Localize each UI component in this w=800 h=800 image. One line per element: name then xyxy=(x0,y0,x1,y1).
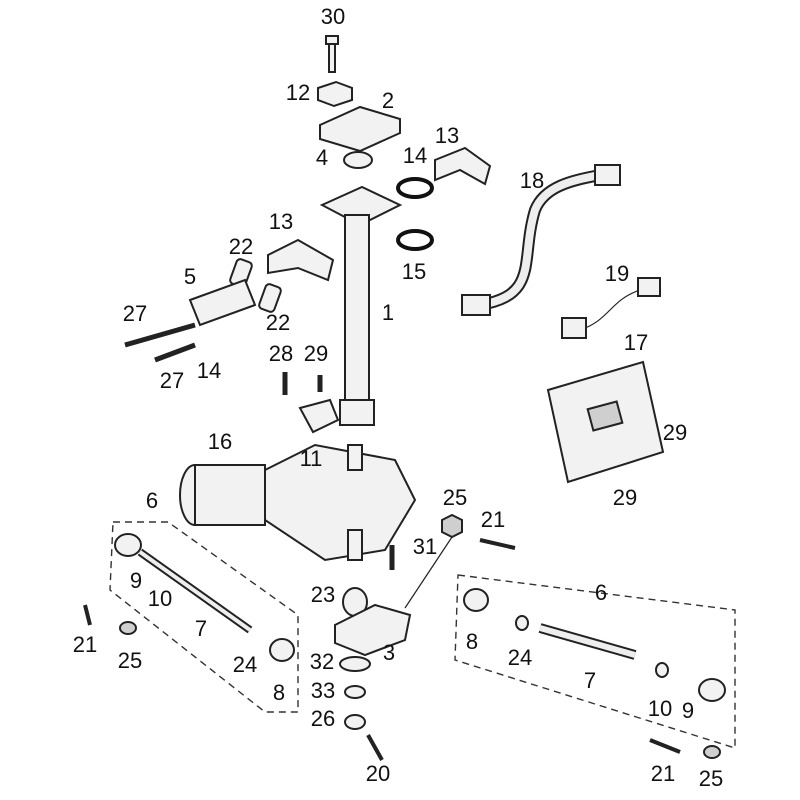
callout: 22 xyxy=(266,310,290,335)
nut-25-left xyxy=(119,621,137,635)
bolt-21-left xyxy=(83,604,92,626)
callout: 8 xyxy=(273,680,285,705)
pitman-arm-3 xyxy=(334,603,412,657)
steering-column-1 xyxy=(319,185,403,426)
bracket-small xyxy=(298,398,340,434)
callout: 31 xyxy=(413,534,437,559)
gearbox-11 xyxy=(264,443,417,562)
callout: 8 xyxy=(466,629,478,654)
callout: 29 xyxy=(663,420,687,445)
callout: 10 xyxy=(648,696,672,721)
callout: 25 xyxy=(699,766,723,791)
callout: 13 xyxy=(435,123,459,148)
callout: 23 xyxy=(311,582,335,607)
callout: 4 xyxy=(316,145,328,170)
callout: 19 xyxy=(605,261,629,286)
callout: 21 xyxy=(481,507,505,532)
bolt-27 xyxy=(124,322,196,363)
callout: 16 xyxy=(208,429,232,454)
nut-25-bottom xyxy=(703,745,721,759)
bushing-4 xyxy=(343,151,373,169)
callout: 18 xyxy=(520,168,544,193)
callout: 6 xyxy=(146,488,158,513)
callout: 33 xyxy=(311,678,335,703)
callout: 20 xyxy=(366,761,390,786)
callout: 10 xyxy=(148,586,172,611)
callout: 29 xyxy=(304,341,328,366)
nut-33 xyxy=(344,685,366,699)
callout: 11 xyxy=(300,446,323,471)
bolt-30 xyxy=(325,35,339,73)
callout: 27 xyxy=(123,301,147,326)
callout: 12 xyxy=(286,80,310,105)
callout: 28 xyxy=(269,341,293,366)
bolt-21-bottom xyxy=(649,738,681,754)
callout: 25 xyxy=(118,648,142,673)
callout: 5 xyxy=(184,264,196,289)
callout: 14 xyxy=(403,143,427,168)
callout: 3 xyxy=(383,640,395,665)
callout: 14 xyxy=(197,358,221,383)
clamp-12 xyxy=(317,80,353,108)
nut-25-center xyxy=(441,513,463,539)
callout: 6 xyxy=(595,580,607,605)
callout: 17 xyxy=(624,330,648,355)
tie-rod-left xyxy=(114,533,295,662)
callout: 9 xyxy=(130,568,142,593)
callout: 21 xyxy=(651,761,675,786)
ecu-17 xyxy=(546,360,665,484)
nut-26 xyxy=(344,714,366,730)
o-ring-15 xyxy=(396,229,434,251)
tie-rod-left-group-outline xyxy=(109,521,299,713)
bolt-21-right xyxy=(479,538,516,550)
wire-harness-18 xyxy=(461,164,621,316)
clamp-13-lower xyxy=(267,238,335,282)
callout: 32 xyxy=(310,649,334,674)
callouts: 30 12 2 4 14 13 18 13 22 15 5 19 1 27 22… xyxy=(73,4,723,791)
callout: 30 xyxy=(321,4,345,29)
tie-rod-right-group-outline xyxy=(454,574,736,749)
callout: 21 xyxy=(73,632,97,657)
callout: 27 xyxy=(160,368,184,393)
callout: 24 xyxy=(233,652,257,677)
callout: 22 xyxy=(229,234,253,259)
motor-16 xyxy=(179,464,266,526)
pin-20 xyxy=(366,734,384,761)
wire-harness-19 xyxy=(561,277,661,339)
callout: 26 xyxy=(311,706,335,731)
callout: 15 xyxy=(402,259,426,284)
plate-5 xyxy=(188,278,257,327)
callout: 25 xyxy=(443,485,467,510)
callout: 1 xyxy=(382,300,394,325)
washer-32 xyxy=(339,656,371,672)
pin-22 xyxy=(229,258,282,313)
callout: 9 xyxy=(682,698,694,723)
callout: 13 xyxy=(269,209,293,234)
callout: 2 xyxy=(382,88,394,113)
bracket-2 xyxy=(319,105,401,153)
callout: 29 xyxy=(613,485,637,510)
o-ring-14 xyxy=(396,177,434,199)
clamp-13-top xyxy=(434,146,492,186)
leader-line xyxy=(404,536,453,609)
callout: 7 xyxy=(584,668,596,693)
tie-rod-right xyxy=(463,588,726,702)
callout: 7 xyxy=(195,616,207,641)
callout: 24 xyxy=(508,645,532,670)
